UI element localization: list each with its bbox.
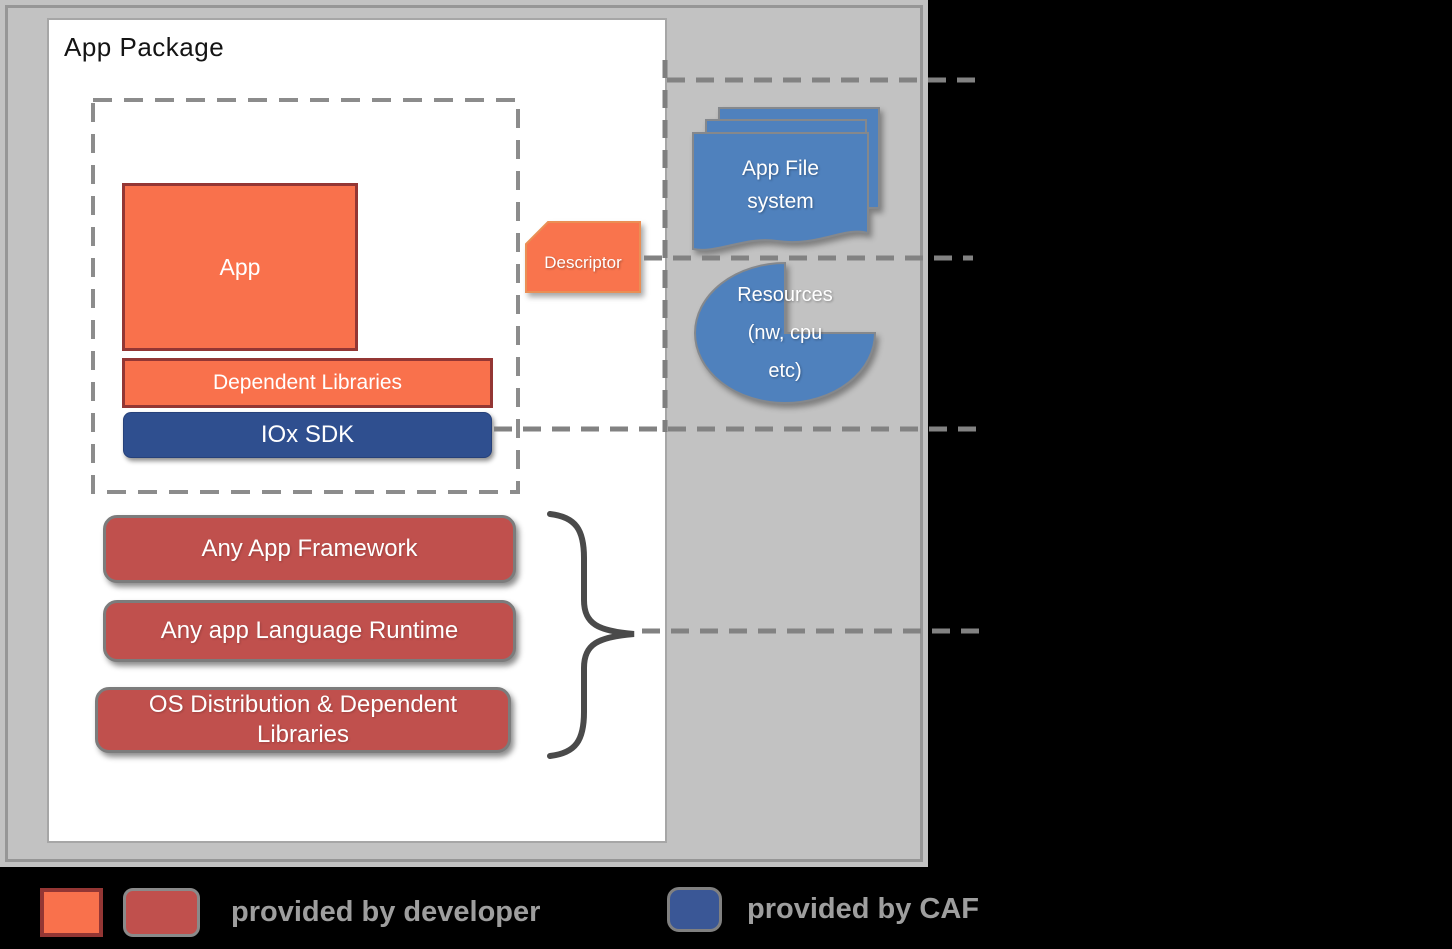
app-package-title: App Package: [64, 32, 225, 62]
any-app-language-runtime-label: Any app Language Runtime: [160, 617, 459, 644]
resources-line3: etc): [768, 360, 802, 382]
iox-sdk-box: IOx SDK: [123, 412, 492, 458]
legend-label-developer: provided by developer: [231, 896, 541, 928]
any-app-language-runtime-box: Any app Language Runtime: [103, 600, 516, 662]
dependent-libraries-label: Dependent Libraries: [212, 371, 403, 394]
any-app-framework-box: Any App Framework: [103, 515, 516, 583]
app-file-system-label: App File system: [693, 152, 868, 218]
os-distribution-label: OS Distribution & Dependent Libraries: [148, 691, 458, 748]
iox-sdk-label: IOx SDK: [260, 421, 355, 448]
legend-swatch-caf-blue: [667, 887, 722, 932]
resources-line2: (nw, cpu: [747, 322, 823, 344]
app-file-system-line1: App File: [741, 157, 820, 180]
resources-line1: Resources: [737, 284, 833, 306]
app-box-label: App: [219, 253, 261, 280]
any-app-framework-label: Any App Framework: [201, 535, 418, 562]
app-file-system-line2: system: [747, 190, 814, 213]
dependent-libraries-box: Dependent Libraries: [122, 358, 493, 408]
legend-label-caf: provided by CAF: [747, 893, 980, 925]
outer-panel-border: [5, 5, 923, 862]
legend-swatch-developer-red: [123, 888, 200, 937]
descriptor-label: Descriptor: [544, 253, 622, 272]
os-distribution-box: OS Distribution & Dependent Libraries: [95, 687, 511, 753]
app-box: App: [122, 183, 358, 351]
legend-swatch-developer-orange: [40, 888, 103, 937]
resources-label: Resources (nw, cpu etc): [695, 276, 875, 390]
